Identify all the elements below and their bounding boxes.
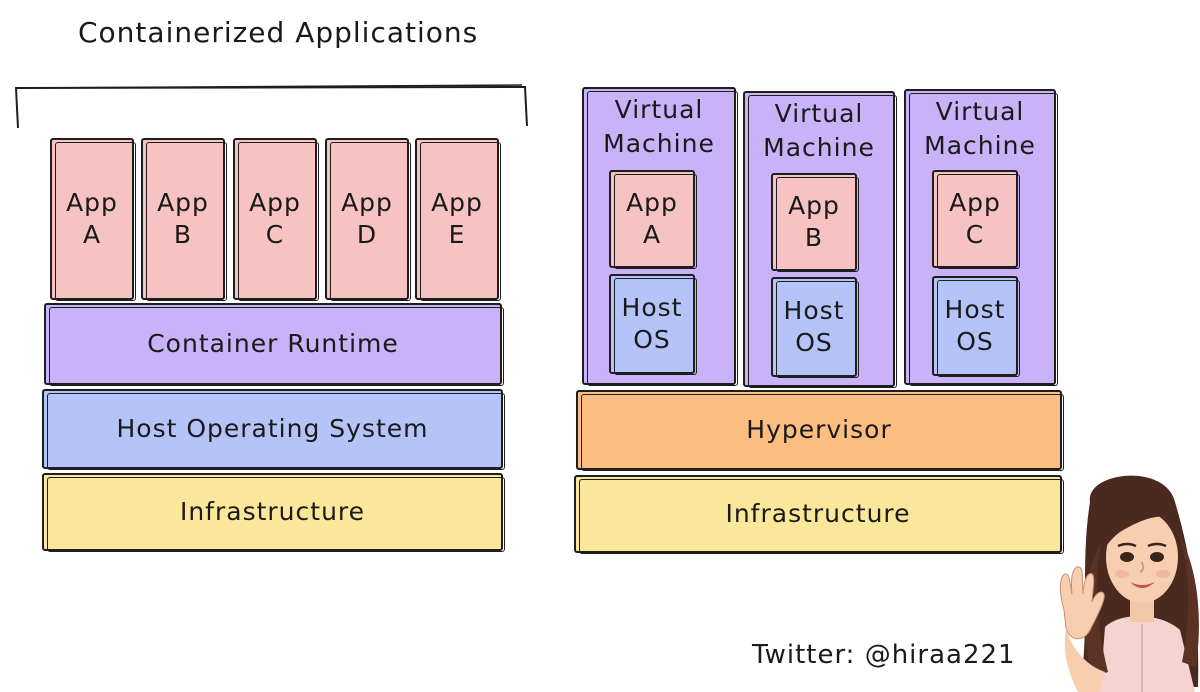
container-infrastructure-layer: Infrastructure bbox=[42, 473, 505, 552]
vm-app-c: App C bbox=[932, 170, 1020, 269]
diagram-title: Containerized Applications bbox=[78, 16, 479, 49]
container-app-e: App E bbox=[415, 138, 501, 301]
virtual-machine-1-title: Virtual Machine bbox=[603, 95, 715, 158]
waving-woman-avatar-icon bbox=[1059, 475, 1199, 692]
container-app-b: App B bbox=[141, 138, 227, 301]
host-operating-system-layer: Host Operating System bbox=[42, 389, 505, 470]
vm-1-host-os: Host OS bbox=[609, 274, 697, 375]
vm-app-b: App B bbox=[771, 173, 859, 272]
container-app-c: App C bbox=[233, 138, 319, 301]
twitter-credit: Twitter: @hiraa221 bbox=[752, 640, 1016, 670]
vm-infrastructure-layer: Infrastructure bbox=[574, 475, 1064, 554]
container-app-a: App A bbox=[50, 138, 136, 301]
hypervisor-layer: Hypervisor bbox=[576, 390, 1064, 471]
container-app-d: App D bbox=[325, 138, 411, 301]
bracket-icon bbox=[14, 84, 528, 129]
virtual-machine-3-title: Virtual Machine bbox=[924, 97, 1036, 160]
vm-app-a: App A bbox=[609, 170, 697, 269]
vm-3-host-os: Host OS bbox=[932, 276, 1020, 377]
container-runtime-layer: Container Runtime bbox=[44, 303, 504, 386]
vm-2-host-os: Host OS bbox=[771, 277, 859, 378]
virtual-machine-2-title: Virtual Machine bbox=[763, 99, 875, 162]
